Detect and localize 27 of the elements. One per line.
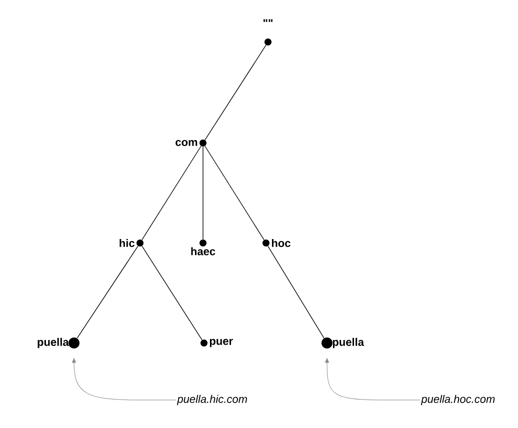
tree-node: haec — [191, 240, 216, 256]
tree-edge — [76, 246, 138, 339]
domain-name: puella.hic.com — [176, 394, 247, 406]
node-label: hoc — [272, 238, 290, 248]
node-label: puella — [38, 338, 69, 348]
tree-edge — [204, 146, 264, 240]
node-label: puella — [332, 338, 364, 348]
tree-node: hic — [120, 238, 144, 248]
node-label: haec — [191, 247, 216, 256]
tree-edge — [268, 246, 324, 338]
node-label: puer — [210, 338, 233, 348]
tree-edge — [204, 44, 266, 140]
tree-node: puella — [38, 338, 80, 348]
tree-node: com — [176, 140, 206, 146]
domain-name: puella.hoc.com — [420, 394, 495, 406]
node-label: com — [176, 140, 198, 146]
node-label: "" — [264, 19, 272, 22]
node-label: hic — [120, 238, 134, 248]
tree-edge — [142, 246, 202, 340]
tree-node: puella — [322, 338, 364, 348]
tree-node: "" — [264, 19, 272, 46]
leader-line — [325, 358, 420, 400]
tree-node: hoc — [262, 238, 290, 248]
tree-edge — [142, 146, 202, 240]
tree-edge — [202, 146, 204, 240]
tree-node: puer — [200, 338, 233, 348]
leader-line — [72, 358, 176, 400]
